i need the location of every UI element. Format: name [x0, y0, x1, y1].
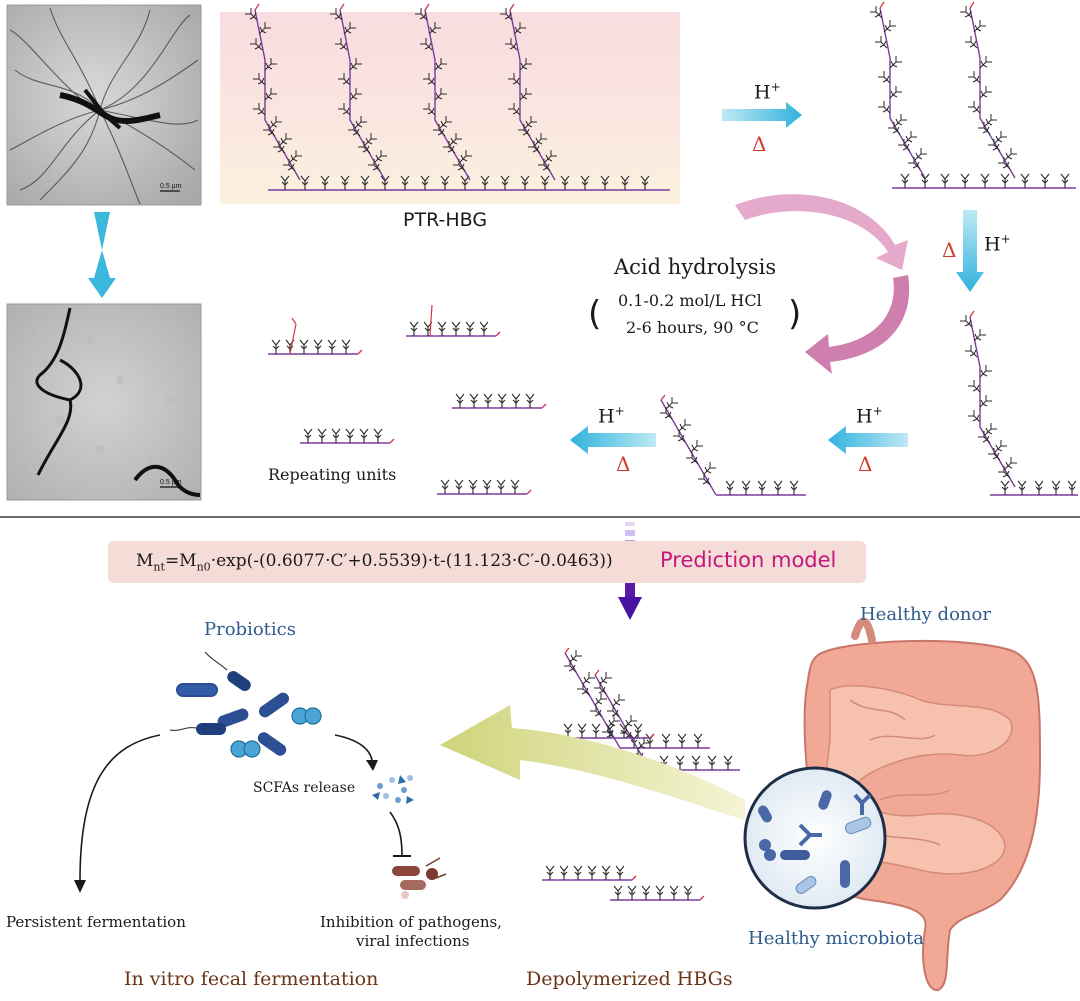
- tem-micrograph-bottom: 0.5 µm: [6, 303, 202, 501]
- hydrolysis-arrow-1: [722, 102, 802, 128]
- hydrolysis-arrow-3: [828, 426, 908, 454]
- heat-label-4: Δ: [616, 452, 631, 476]
- acid-charge: +: [770, 80, 781, 94]
- acid-charge: +: [1000, 232, 1011, 246]
- ptr-hbg-band: [220, 12, 680, 204]
- partial-hydrolysate-2: [960, 311, 1078, 496]
- prediction-formula: Mnt=Mn0·exp(-(0.6077·C′+0.5539)·t-(11.12…: [136, 551, 613, 573]
- formula-sub-2: n0: [196, 560, 211, 574]
- condition-time-temp: 2-6 hours, 90 °C: [626, 318, 759, 337]
- microbiota-arrow: [440, 705, 745, 820]
- acid-label-3: H+: [856, 404, 883, 427]
- partial-hydrolysate-1: [870, 2, 1076, 189]
- acid-symbol: H: [598, 405, 615, 428]
- formula-sub-1: nt: [153, 560, 165, 574]
- formula-rest: ·exp(-(0.6077·C′+0.5539)·t-(11.123·C′-0.…: [210, 551, 613, 571]
- repeating-units-label: Repeating units: [268, 465, 396, 484]
- microbiota-lens: [743, 766, 887, 910]
- repeating-units: [268, 304, 546, 494]
- ptr-hbg-label: PTR-HBG: [403, 209, 487, 231]
- scfas-arrow: [334, 734, 373, 761]
- scfas-arrowhead: [366, 760, 378, 771]
- probiotics-illustration: [169, 651, 322, 758]
- donor-label: Healthy donor: [860, 604, 991, 625]
- ptr-hbg-structure: [245, 4, 670, 191]
- acid-charge: +: [614, 404, 625, 418]
- depolymerized-title: Depolymerized HBGs: [526, 968, 733, 990]
- acid-hydrolysis-title: Acid hydrolysis: [613, 255, 776, 279]
- scale-bar-top: 0.5 µm: [160, 183, 182, 190]
- fermentation-title: In vitro fecal fermentation: [124, 968, 378, 990]
- tem-micrograph-top: 0.5 µm: [6, 4, 202, 206]
- formula-eq: =M: [164, 551, 197, 571]
- scfas-label: SCFAs release: [253, 780, 355, 796]
- persistent-arrow: [79, 734, 161, 881]
- close-paren: ): [788, 294, 801, 334]
- scfas-particles: [372, 775, 414, 804]
- probiotics-label: Probiotics: [204, 619, 296, 640]
- inhibition-label-2: viral infections: [355, 932, 469, 950]
- scale-bar-bottom: 0.5 µm: [160, 479, 182, 486]
- formula-box: [108, 541, 866, 583]
- hydrolysis-arrow-2: [956, 210, 984, 292]
- condition-concentration: 0.1-0.2 mol/L HCl: [618, 291, 762, 310]
- heat-label-2: Δ: [942, 238, 957, 262]
- acid-charge: +: [872, 404, 883, 418]
- acid-symbol: H: [754, 81, 771, 104]
- microbiota-label: Healthy microbiota: [748, 928, 924, 949]
- acid-symbol: H: [984, 233, 1001, 256]
- persistent-arrowhead: [74, 880, 86, 893]
- acid-label-2: H+: [984, 232, 1011, 255]
- prediction-model-title: Prediction model: [660, 548, 837, 572]
- pathogens-illustration: [392, 857, 447, 899]
- persistent-label: Persistent fermentation: [6, 913, 186, 931]
- hydrolysis-arrow-4: [570, 426, 656, 454]
- heat-label-1: Δ: [752, 132, 767, 156]
- acid-label-4: H+: [598, 404, 625, 427]
- formula-main: M: [136, 551, 154, 571]
- inhibition-line: [389, 811, 403, 856]
- open-paren: (: [588, 294, 601, 334]
- heat-label-3: Δ: [858, 452, 873, 476]
- acid-label-1: H+: [754, 80, 781, 103]
- pinch-arrow: [88, 212, 116, 298]
- hydrolysis-cycle-arc: [735, 194, 910, 374]
- fragment-mid: [660, 395, 806, 495]
- inhibition-label-1: Inhibition of pathogens,: [320, 913, 502, 931]
- acid-symbol: H: [856, 405, 873, 428]
